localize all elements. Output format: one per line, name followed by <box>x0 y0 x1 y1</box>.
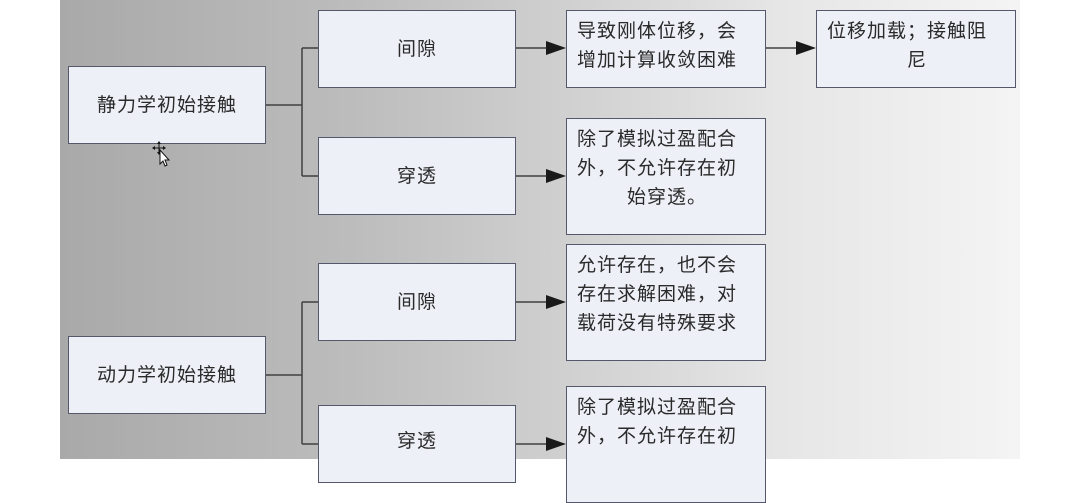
static-penetration-result-line: 除了模拟过盈配合 <box>577 128 738 150</box>
dynamic-penetration-result-node: 除了模拟过盈配合 外，不允许存在初 <box>566 386 766 503</box>
dynamic-penetration-result-line: 外，不允许存在初 <box>577 425 738 447</box>
dynamic-gap-result-line: 允许存在，也不会 <box>577 254 738 276</box>
dynamic-gap-node: 间隙 <box>318 263 516 341</box>
static-gap-label: 间隙 <box>396 37 437 60</box>
static-contact-root-label: 静力学初始接触 <box>96 93 237 116</box>
move-cursor-icon <box>152 141 170 167</box>
static-penetration-result-node: 除了模拟过盈配合 外，不允许存在初 始穿透。 <box>566 118 766 235</box>
static-penetration-result-line: 始穿透。 <box>626 186 707 208</box>
static-penetration-node: 穿透 <box>318 137 516 215</box>
dynamic-contact-root: 动力学初始接触 <box>68 336 266 414</box>
static-gap-node: 间隙 <box>318 10 516 88</box>
static-gap-fix-node: 位移加载；接触阻 尼 <box>816 10 1016 88</box>
dynamic-contact-root-label: 动力学初始接触 <box>96 363 237 386</box>
static-penetration-label: 穿透 <box>396 164 437 187</box>
dynamic-penetration-result-line: 除了模拟过盈配合 <box>577 396 738 418</box>
static-penetration-result-line: 外，不允许存在初 <box>577 157 738 179</box>
static-gap-fix-line: 位移加载；接触阻 <box>827 20 988 42</box>
static-gap-result-line: 增加计算收敛困难 <box>577 49 738 71</box>
dynamic-penetration-node: 穿透 <box>318 405 516 483</box>
dynamic-penetration-label: 穿透 <box>396 429 437 452</box>
static-gap-result-line: 导致刚体位移，会 <box>577 20 738 42</box>
static-gap-fix-line: 尼 <box>906 49 927 71</box>
static-contact-root: 静力学初始接触 <box>68 66 266 144</box>
static-gap-result-node: 导致刚体位移，会 增加计算收敛困难 <box>566 10 766 88</box>
dynamic-gap-result-line: 载荷没有特殊要求 <box>577 312 738 334</box>
dynamic-gap-result-node: 允许存在，也不会 存在求解困难，对 载荷没有特殊要求 <box>566 244 766 361</box>
dynamic-gap-label: 间隙 <box>396 290 437 313</box>
connector-lines <box>266 41 816 451</box>
dynamic-gap-result-line: 存在求解困难，对 <box>577 283 738 305</box>
